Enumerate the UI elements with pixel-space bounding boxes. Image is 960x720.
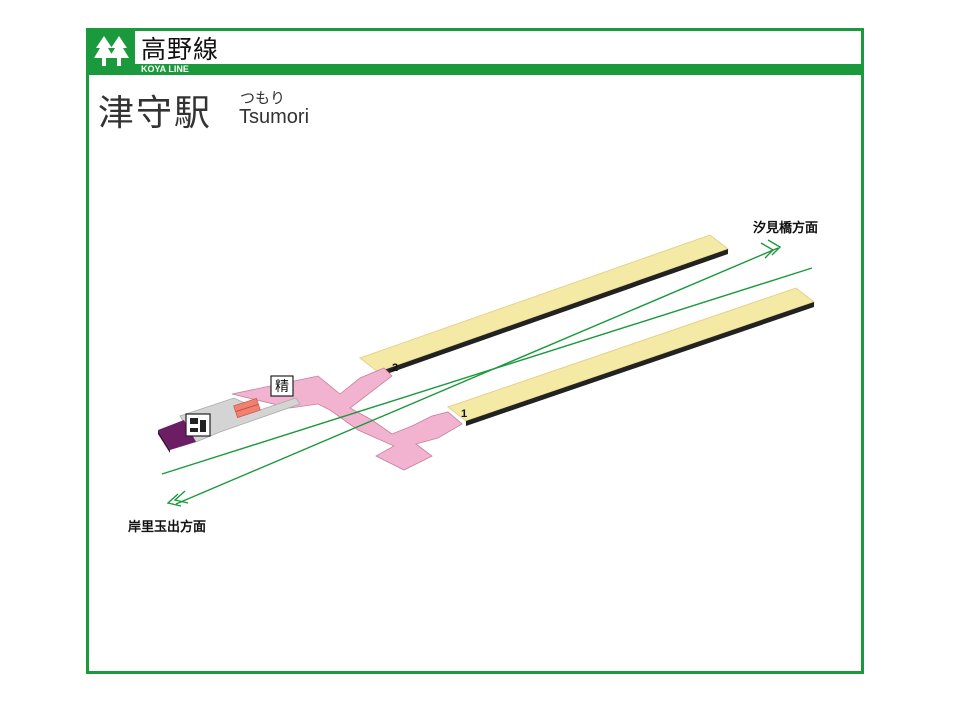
ticket-machine-icon [185, 413, 211, 437]
arrow-up-direction-icon [760, 239, 782, 259]
fare-adjustment-label: 精 [275, 379, 289, 395]
line-badge [86, 28, 135, 75]
arrow-down-direction-icon [166, 490, 189, 507]
station-kana: つもり [240, 89, 286, 107]
platform-number-2: 2 [392, 362, 398, 374]
platform-1-edge [466, 302, 814, 426]
direction-label-shiomibashi: 汐見橋方面 [753, 221, 819, 236]
map-frame [86, 28, 864, 674]
fare-adjustment-box: 精 [270, 375, 294, 397]
station-name: 津守駅 [98, 93, 213, 134]
entrance-edge [158, 430, 170, 453]
tree-icon [94, 36, 129, 66]
header-bar [135, 64, 864, 75]
ticket-gates [233, 398, 261, 418]
platform-number-1: 1 [461, 408, 467, 420]
track-lower [175, 247, 779, 505]
concourse [231, 367, 463, 471]
direction-label-kishinosato: 岸里玉出方面 [128, 520, 207, 535]
line-name: 高野線 [141, 35, 220, 64]
platform-2-edge [378, 249, 728, 377]
station-roman: Tsumori [239, 106, 310, 128]
line-name-en: KOYA LINE [141, 64, 189, 74]
